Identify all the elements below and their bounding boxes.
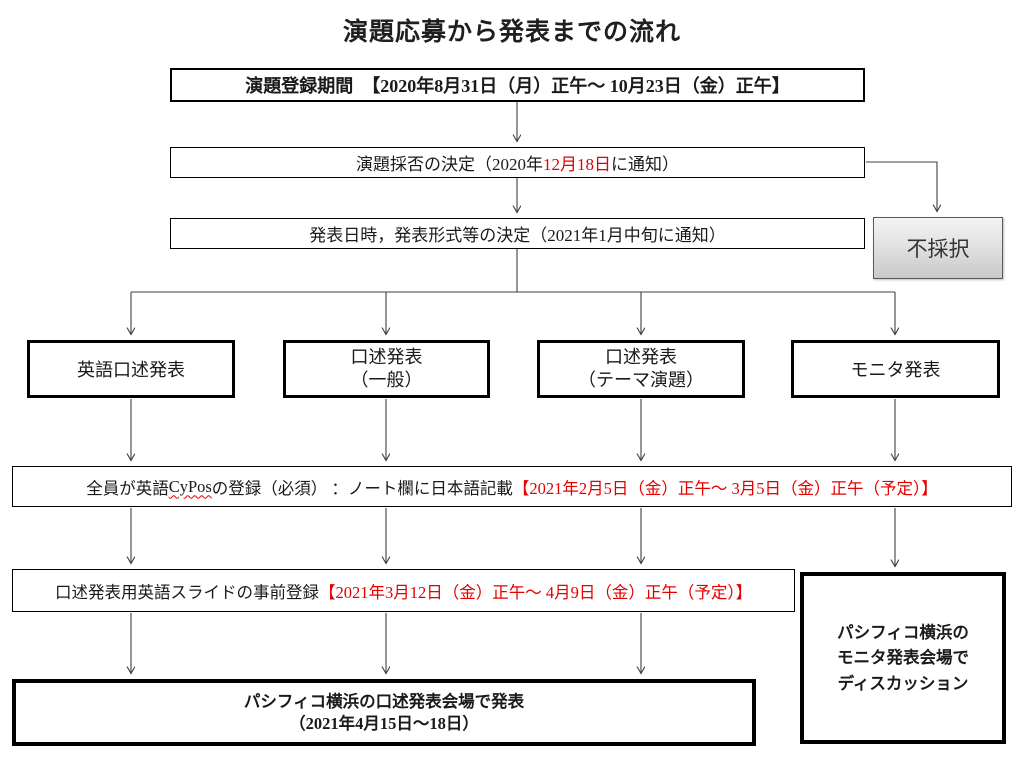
rejected-label: 不採択 <box>906 237 970 261</box>
monitor-venue-line2: モニタ発表会場で <box>837 648 969 668</box>
page-title: 演題応募から発表までの流れ <box>342 19 681 46</box>
acceptance-text-post: に通知） <box>611 155 679 174</box>
cypos-period-red: 【2021年2月5日（金）正午～ 3月5日（金）正午（予定）】 <box>512 478 938 498</box>
branch-oral-theme-line2: （テーマ演題） <box>578 370 704 390</box>
branch-english-oral-label: 英語口述発表 <box>77 360 185 380</box>
arrow-acceptance-to-reject <box>866 161 937 211</box>
slide-preregistration-box: 口述発表用英語スライドの事前登録【2021年3月12日（金）正午～ 4月9日（金… <box>12 569 795 612</box>
branch-monitor-box: モニタ発表 <box>791 340 1000 398</box>
schedule-decision-box: 発表日時，発表形式等の決定（2021年1月中旬に通知） <box>170 218 865 249</box>
monitor-venue-line1: パシフィコ横浜の <box>837 622 969 642</box>
acceptance-date-red: 12月18日 <box>543 155 611 174</box>
branch-oral-theme-line1: 口述発表 <box>605 346 677 367</box>
branch-oral-theme-box: 口述発表 （テーマ演題） <box>537 340 745 398</box>
cypos-registration-box: 全員が英語 CyPos の登録（必須） ：ノート欄に日本語記載【2021年2月5… <box>12 466 1012 507</box>
branch-oral-general-line1: 口述発表 <box>350 346 423 367</box>
cypos-text-mid: の登録（必須） ：ノート欄に日本語記載 <box>211 478 513 498</box>
acceptance-text-pre: 演題採否の決定（2020年 <box>356 155 543 174</box>
branch-oral-general-line2: （一般） <box>350 370 423 390</box>
monitor-discussion-venue-box: パシフィコ横浜の モニタ発表会場で ディスカッション <box>800 572 1006 744</box>
registration-period-box: 演題登録期間 【2020年8月31日（月）正午～ 10月23日（金）正午】 <box>170 68 865 102</box>
branch-oral-general-box: 口述発表 （一般） <box>283 340 490 398</box>
cypos-code: CyPos <box>168 476 212 496</box>
registration-label: 演題登録期間 <box>245 76 354 96</box>
schedule-text: 発表日時，発表形式等の決定（2021年1月中旬に通知） <box>309 226 726 245</box>
monitor-venue-line3: ディスカッション <box>837 673 969 693</box>
registration-period: 【2020年8月31日（月）正午～ 10月23日（金）正午】 <box>362 76 790 96</box>
branch-monitor-label: モニタ発表 <box>850 360 941 380</box>
oral-venue-line1: パシフィコ横浜の口述発表会場で発表 <box>243 692 525 712</box>
oral-venue-line2: （2021年4月15日～18日） <box>289 713 479 733</box>
slides-text-pre: 口述発表用英語スライドの事前登録 <box>54 582 319 602</box>
cypos-text-pre: 全員が英語 <box>86 478 169 498</box>
branch-english-oral-box: 英語口述発表 <box>27 340 235 398</box>
oral-presentation-venue-box: パシフィコ横浜の口述発表会場で発表 （2021年4月15日～18日） <box>12 679 756 746</box>
rejected-box: 不採択 <box>873 217 1003 279</box>
slides-period-red: 【2021年3月12日（金）正午～ 4月9日（金）正午（予定）】 <box>318 582 753 602</box>
